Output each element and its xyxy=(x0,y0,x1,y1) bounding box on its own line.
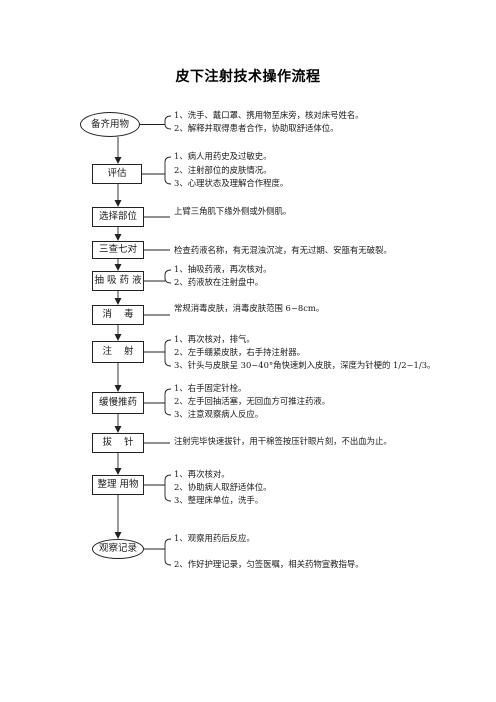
step-description-line: 检查药液名称，有无混浊沉淀，有无过期、安瓿有无破裂。 xyxy=(174,245,392,255)
step-description-line: 2、协助病人取舒适体位。 xyxy=(174,482,272,492)
step-description-line: 2、左手绷紧皮肤，右手持注射器。 xyxy=(174,347,305,357)
bracket xyxy=(164,474,172,502)
step-node-8: 缓慢推药 xyxy=(92,392,144,414)
step-node-3: 选择部位 xyxy=(92,207,144,227)
step-node-1: 备齐用物 xyxy=(80,112,140,137)
bracket xyxy=(164,269,172,284)
step-description-line: 上臂三角肌下缘外侧或外侧肌。 xyxy=(174,206,292,216)
step-description-line: 注射完毕快速拔针，用干棉签按压针眼片刻，不出血为止。 xyxy=(174,436,392,446)
step-description-line: 2、注射部位的皮肤情况。 xyxy=(174,165,272,175)
step-description-line: 3、心理状态及理解合作程度。 xyxy=(174,178,289,188)
step-description-line: 1、抽吸药液，再次核对。 xyxy=(174,264,272,274)
step-description-line: 1、病人用药史及过敏史。 xyxy=(174,151,272,161)
step-node-11: 观察记录 xyxy=(92,539,144,559)
step-description-line: 2、作好护理记录，匀签医嘱，相关药物宣教指导。 xyxy=(174,559,364,569)
step-description-line: 1、观察用药后反应。 xyxy=(174,533,255,543)
bracket xyxy=(164,538,172,566)
step-description-line: 3、整理床单位，洗手。 xyxy=(174,495,264,505)
step-description-line: 常规消毒皮肤，消毒皮肤范围 6~8cm。 xyxy=(174,303,325,313)
step-node-5: 抽 吸 药 液 xyxy=(92,271,144,291)
step-description-line: 3、注意观察病人反应。 xyxy=(174,409,264,419)
step-node-4: 三查七对 xyxy=(92,241,144,259)
step-description-line: 1、再次核对，排气。 xyxy=(174,334,255,344)
step-description-line: 1、洗手、戴口罩、携用物至床旁，核对床号姓名。 xyxy=(174,110,364,120)
step-node-2: 评估 xyxy=(92,164,142,184)
bracket xyxy=(164,115,172,130)
bracket xyxy=(164,388,172,416)
step-description-line: 3、针头与皮肤呈 30~40°角快速刺入皮肤，深度为针梗的 1/2~1/3。 xyxy=(174,360,436,370)
step-description-line: 2、解释并取得患者合作，协助取舒适体位。 xyxy=(174,123,339,133)
step-node-6: 消 毒 xyxy=(92,305,144,325)
bracket xyxy=(164,156,172,185)
step-node-7: 注 射 xyxy=(92,341,144,363)
page-title: 皮下注射技术操作流程 xyxy=(175,69,321,85)
step-description-line: 1、再次核对。 xyxy=(174,469,230,479)
step-description-line: 1、右手固定针栓。 xyxy=(174,383,247,393)
step-description-line: 2、左手回抽活塞，无回血方可推注药液。 xyxy=(174,396,331,406)
bracket xyxy=(164,339,172,367)
step-node-9: 拔 针 xyxy=(92,433,144,453)
step-node-10: 整理 用物 xyxy=(92,475,144,495)
step-description-line: 2、药液放在注射盘中。 xyxy=(174,277,264,287)
